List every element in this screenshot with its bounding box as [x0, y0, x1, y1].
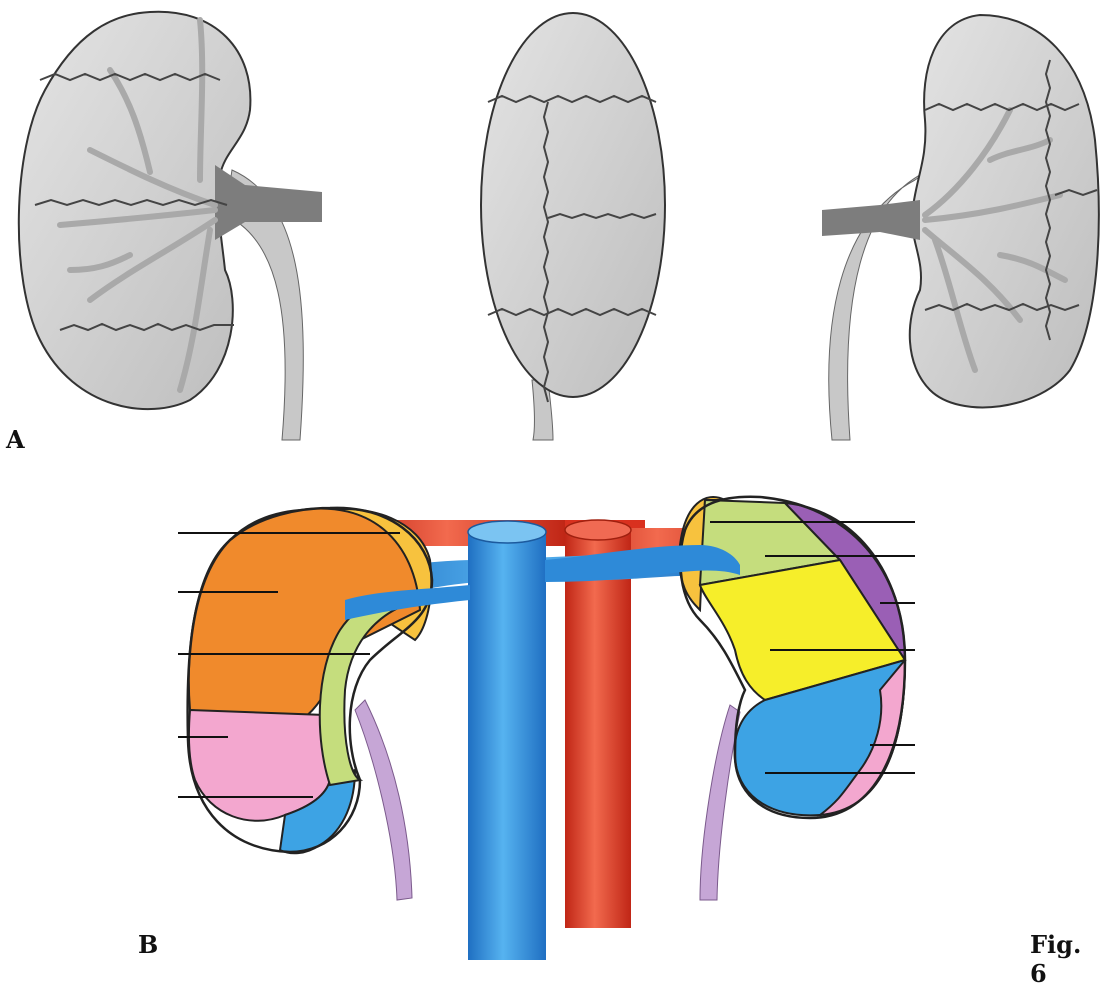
kidney-b-right — [679, 497, 905, 818]
panel-b-label: B — [138, 930, 158, 959]
kidney-a-lateral — [481, 13, 665, 440]
ureter-b-right — [700, 705, 740, 900]
figure-label: Fig. 6 — [1030, 930, 1105, 988]
kidney-a-middle-body — [481, 13, 665, 397]
panel-a — [19, 12, 1099, 440]
panel-b — [178, 497, 915, 960]
kidney-a-anterior — [19, 12, 322, 440]
kidney-a-posterior — [822, 15, 1099, 440]
kidney-a-right-body — [910, 15, 1099, 407]
panel-a-label: A — [6, 425, 25, 454]
ureter-b-left — [355, 700, 412, 900]
